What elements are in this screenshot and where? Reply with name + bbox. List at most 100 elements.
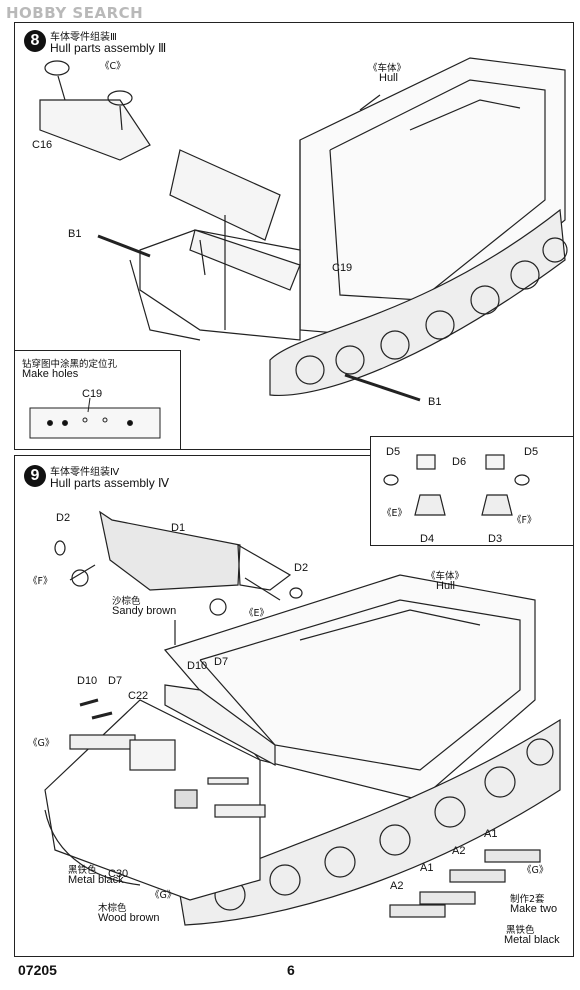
track-step8 <box>269 208 566 397</box>
road-wheel-6 <box>510 260 540 290</box>
part-f-top <box>485 454 505 470</box>
part-d2-left <box>54 540 66 556</box>
label-f-top: 《F》 <box>512 515 537 526</box>
part-d4 <box>414 494 446 516</box>
part-c19-upper <box>169 149 281 241</box>
part-b1-right <box>344 373 421 402</box>
label-e-top: 《E》 <box>382 508 408 519</box>
track-links-bottom-right <box>389 849 541 918</box>
parts-d3-d4-inset <box>370 436 574 546</box>
label-make-two-en: Make two <box>510 903 558 915</box>
part-b1-left <box>97 234 151 258</box>
label-g-right: 《G》 <box>522 865 549 876</box>
step9-title-en: Hull parts assembly Ⅳ <box>50 476 170 490</box>
label-sandy-cn: 沙棕色 <box>112 596 141 607</box>
label-d2-right: D2 <box>294 562 309 574</box>
part-d5-right <box>514 474 530 486</box>
label-d4: D4 <box>420 533 435 545</box>
track-links-right <box>207 777 266 818</box>
label-sandy-en: Sandy brown <box>112 605 177 617</box>
label-d5-left: D5 <box>386 446 401 458</box>
label-c-mark: 《C》 <box>100 61 126 72</box>
part-f-left <box>71 569 89 587</box>
step8-title-en: Hull parts assembly Ⅲ <box>50 41 167 55</box>
label-b1-left: B1 <box>68 228 82 240</box>
label-c16: C16 <box>32 139 53 151</box>
road-wheel-s9-3 <box>324 846 356 878</box>
part-d1 <box>99 510 241 591</box>
label-d5-right: D5 <box>524 446 539 458</box>
road-wheel-3 <box>380 330 410 360</box>
label-d7-right: D7 <box>214 656 229 668</box>
label-metal-r-cn: 黑铁色 <box>506 925 535 936</box>
label-a1-mid: A1 <box>420 862 434 874</box>
label-f-left: 《F》 <box>28 576 53 587</box>
inset-note-en: Make holes <box>22 368 79 380</box>
part-d5-left <box>383 474 399 486</box>
label-d2-left: D2 <box>56 512 71 524</box>
label-d10-right: D10 <box>187 660 208 672</box>
step9-title-cn: 车体零件组装Ⅳ <box>50 467 120 478</box>
track-links-left <box>69 698 136 750</box>
step9-number-badge: 9 <box>24 465 46 487</box>
step8-title-cn: 车体零件组装Ⅲ <box>50 32 117 43</box>
label-hull-cn-step8: 《车体》 <box>368 63 407 74</box>
label-make-two-cn: 制作2套 <box>510 894 545 905</box>
part-c19-lower <box>189 229 301 291</box>
part-c30 <box>174 789 198 809</box>
part-c22 <box>129 739 176 771</box>
road-wheel-s9-2 <box>269 864 301 896</box>
part-d2-right <box>289 587 303 599</box>
part-c16 <box>39 99 151 161</box>
label-e-mid: 《E》 <box>244 608 270 619</box>
track-step9 <box>179 718 561 926</box>
label-c19: C19 <box>332 262 353 274</box>
label-d6: D6 <box>452 456 467 468</box>
kit-number: 07205 <box>18 962 57 978</box>
label-d7-left: D7 <box>108 675 123 687</box>
label-hull-en-step8: Hull <box>379 72 398 84</box>
label-metal-cn: 黑铁色 <box>68 865 97 876</box>
label-c30: C30 <box>108 868 129 880</box>
label-metal-r-en: Metal black <box>504 934 560 946</box>
label-g-bottom: 《G》 <box>150 890 177 901</box>
label-d1: D1 <box>171 522 186 534</box>
inset-part-label: C19 <box>82 388 103 400</box>
label-a2-top: A2 <box>452 845 466 857</box>
label-d3: D3 <box>488 533 503 545</box>
label-hull-en-step9: Hull <box>436 580 455 592</box>
road-wheel-s9-5 <box>434 796 466 828</box>
road-wheel-1 <box>295 355 325 385</box>
label-d10-left: D10 <box>77 675 98 687</box>
part-c-right <box>107 90 133 106</box>
road-wheel-s9-7 <box>526 738 554 766</box>
road-wheel-5 <box>470 285 500 315</box>
inset-note-cn: 钻穿图中涂黑的定位孔 <box>22 359 118 370</box>
road-wheel-2 <box>335 345 365 375</box>
label-hull-cn-step9: 《车体》 <box>426 571 465 582</box>
part-e-top <box>416 454 436 470</box>
step8-number-badge: 8 <box>24 30 46 52</box>
label-wood-cn: 木棕色 <box>98 903 127 914</box>
road-wheel-7 <box>542 237 568 263</box>
page-number: 6 <box>287 962 295 978</box>
road-wheel-4 <box>425 310 455 340</box>
watermark: HOBBY SEARCH <box>6 4 144 22</box>
label-b1-right: B1 <box>428 396 442 408</box>
part-d3 <box>481 494 513 516</box>
label-metal-en: Metal black <box>68 874 124 886</box>
road-wheel-s9-6 <box>484 766 516 798</box>
label-a1-top: A1 <box>484 828 498 840</box>
label-g-left: 《G》 <box>28 738 55 749</box>
part-d7-raised <box>164 684 276 767</box>
label-wood-en: Wood brown <box>98 912 160 924</box>
part-c-left <box>44 60 70 76</box>
front-hull-section-s9 <box>44 699 261 901</box>
label-c22: C22 <box>128 690 149 702</box>
label-a2-bottom: A2 <box>390 880 404 892</box>
part-e-mid <box>209 598 227 616</box>
road-wheel-s9-4 <box>379 824 411 856</box>
